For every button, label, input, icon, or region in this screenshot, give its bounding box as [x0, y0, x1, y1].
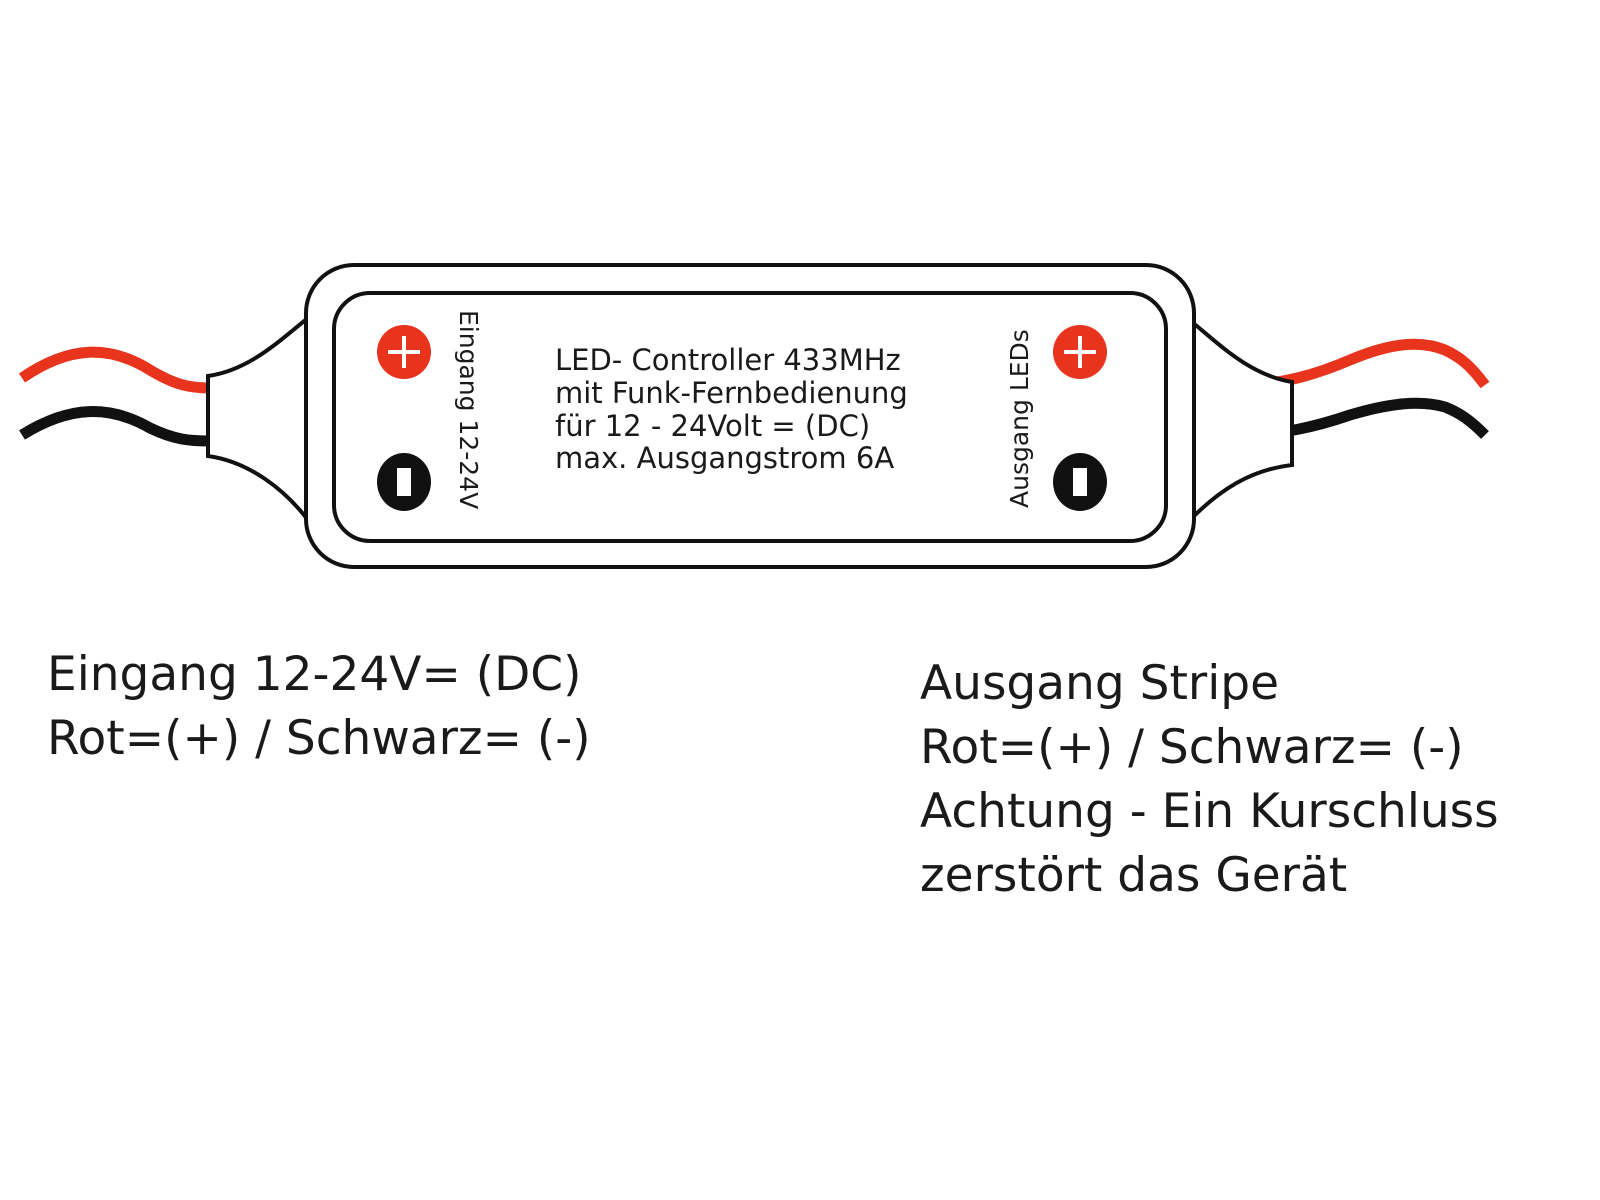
output-caption-warning: zerstört das Gerät [920, 848, 1348, 903]
input-caption-line: Rot=(+) / Schwarz= (-) [47, 711, 591, 766]
plus-circle-icon [377, 325, 431, 379]
controller-label-panel [332, 291, 1168, 543]
device-title-line-2: mit Funk-Fernbedienung [555, 376, 908, 410]
output-caption-line: Rot=(+) / Schwarz= (-) [920, 720, 1464, 775]
output-caption: Ausgang Stripe Rot=(+) / Schwarz= (-) Ac… [920, 652, 1499, 908]
plus-circle-icon [1053, 325, 1107, 379]
device-title-line-3: für 12 - 24Volt = (DC) [555, 409, 870, 443]
output-red-wire [1239, 338, 1490, 391]
minus-circle-icon [377, 453, 431, 511]
minus-circle-icon [1053, 453, 1107, 511]
device-title-line-4: max. Ausgangstrom 6A [555, 441, 894, 475]
output-caption-warning: Achtung - Ein Kurschluss [920, 784, 1499, 839]
output-caption-line: Ausgang Stripe [920, 656, 1280, 711]
device-title-line-1: LED- Controller 433MHz [555, 343, 901, 377]
input-red-wire [18, 346, 211, 394]
output-cable-boot [1190, 320, 1294, 520]
input-caption-line: Eingang 12-24V= (DC) [47, 647, 582, 702]
input-caption: Eingang 12-24V= (DC) Rot=(+) / Schwarz= … [47, 643, 591, 771]
output-side-label: Ausgang LEDs [1005, 329, 1034, 508]
input-side-label: Eingang 12-24V [454, 310, 483, 509]
input-cable-boot [206, 316, 310, 522]
input-black-wire [19, 406, 211, 447]
